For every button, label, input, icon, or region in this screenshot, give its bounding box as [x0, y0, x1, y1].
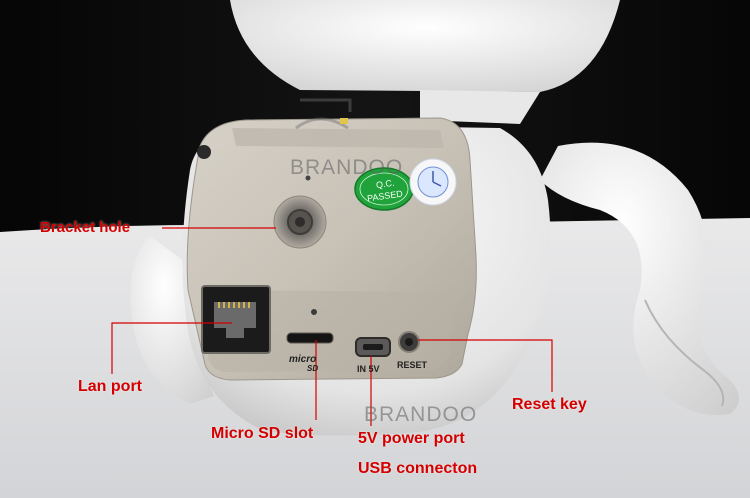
- watermark-bottom: BRANDOO: [364, 403, 478, 426]
- watermark-top: BRANDOO: [290, 156, 404, 179]
- input-marking: IN 5V: [357, 364, 380, 374]
- reset-marking: RESET: [397, 360, 428, 370]
- micro-marking: micro: [289, 354, 317, 365]
- sd-marking: SD: [307, 364, 319, 373]
- label-usb: USB connecton: [358, 460, 478, 477]
- label-reset-key: Reset key: [512, 396, 587, 413]
- label-power-port: 5V power port: [358, 430, 465, 447]
- label-bracket-hole: Bracket hole: [40, 219, 131, 236]
- label-lan-port: Lan port: [78, 378, 142, 395]
- label-micro-sd-slot: Micro SD slot: [211, 425, 314, 442]
